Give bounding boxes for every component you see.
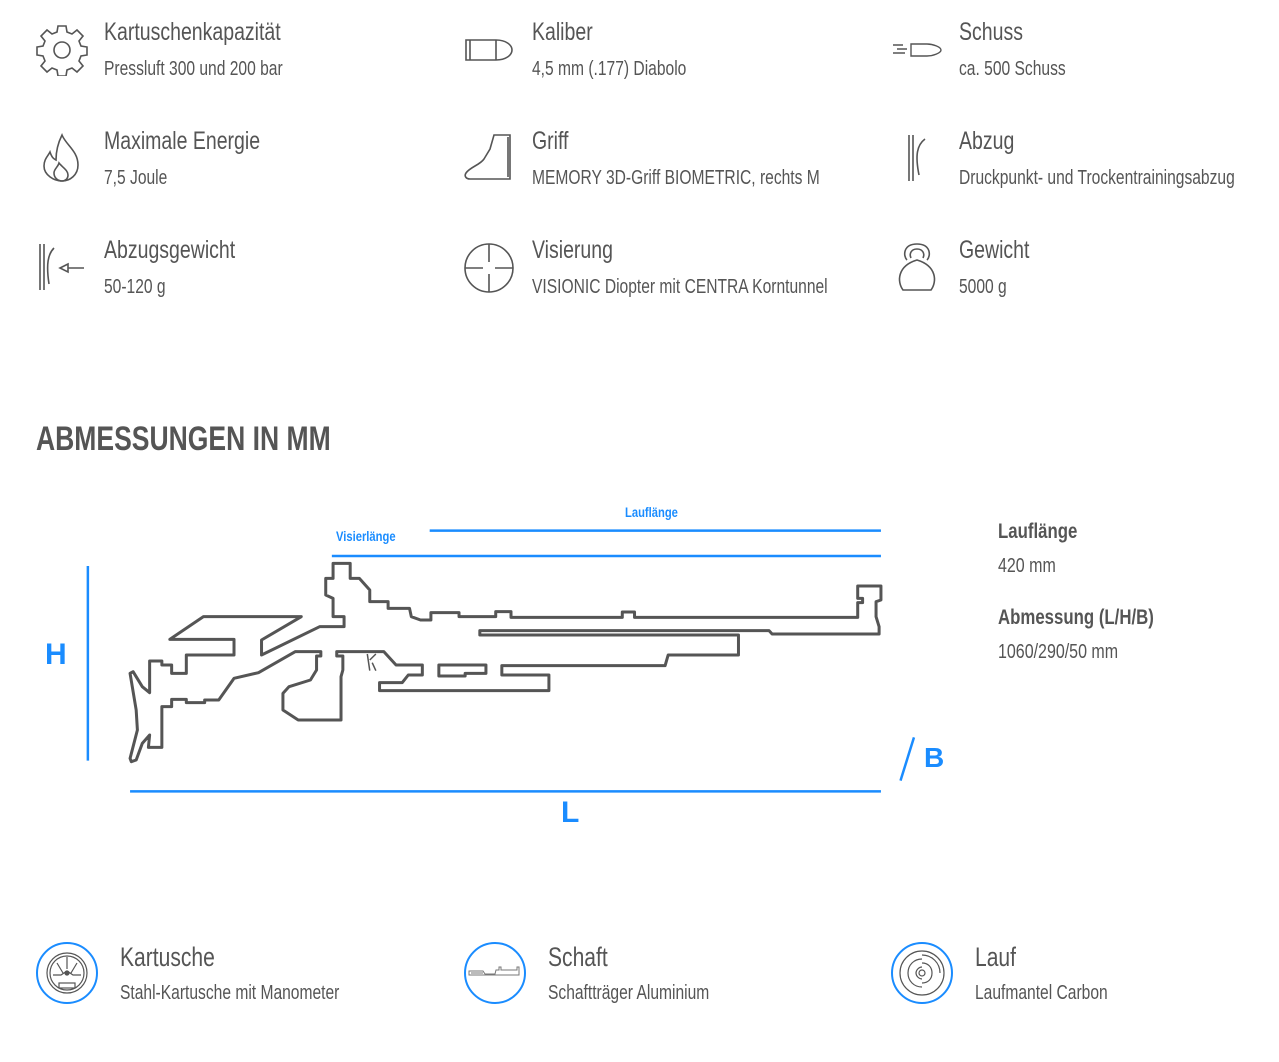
dimension-value: 420 mm <box>998 555 1056 577</box>
height-label: H <box>45 638 67 671</box>
flame-icon <box>36 133 88 185</box>
crosshair-icon <box>464 242 516 294</box>
spec-value: MEMORY 3D-Griff BIOMETRIC, rechts M <box>532 167 820 189</box>
spec-title: Abzug <box>959 127 1015 155</box>
trigger-detail <box>367 654 376 671</box>
spec-visierung: Visierung VISIONIC Diopter mit CENTRA Ko… <box>464 236 884 322</box>
rifle-outline <box>130 563 881 761</box>
material-schaft: Schaft Schaftträger Aluminium <box>464 942 884 1012</box>
dimension-value: 1060/290/50 mm <box>998 641 1119 663</box>
spec-title: Abzugsgewicht <box>104 236 236 264</box>
spec-kaliber: Kaliber 4,5 mm (.177) Diabolo <box>464 18 884 104</box>
spec-abzugsgewicht: Abzugsgewicht 50-120 g <box>36 236 456 322</box>
cartridge-gauge-icon <box>36 942 98 1004</box>
bullet-icon <box>464 24 516 76</box>
spec-griff: Griff MEMORY 3D-Griff BIOMETRIC, rechts … <box>464 127 884 213</box>
spec-kartuschenkapazitaet: Kartuschenkapazität Pressluft 300 und 20… <box>36 18 456 104</box>
gear-icon <box>36 24 88 76</box>
shot-icon <box>891 24 943 76</box>
material-title: Lauf <box>975 942 1016 972</box>
trigger-icon <box>891 133 943 185</box>
rifle-diagram <box>20 500 980 830</box>
spec-value: 4,5 mm (.177) Diabolo <box>532 58 687 80</box>
trigger-weight-icon <box>36 242 88 294</box>
material-value: Laufmantel Carbon <box>975 982 1108 1004</box>
stock-icon <box>464 942 526 1004</box>
lauflaenge-label: Lauflänge <box>625 504 678 520</box>
spec-abzug: Abzug Druckpunkt- und Trockentrainingsab… <box>891 127 1279 213</box>
material-value: Stahl-Kartusche mit Manometer <box>120 982 340 1004</box>
spec-value: 50-120 g <box>104 276 166 298</box>
spec-value: 5000 g <box>959 276 1007 298</box>
dimension-key: Abmessung (L/H/B) <box>998 606 1154 629</box>
barrel-icon <box>891 942 953 1004</box>
spec-schuss: Schuss ca. 500 Schuss <box>891 18 1279 104</box>
spec-title: Visierung <box>532 236 613 264</box>
section-heading: ABMESSUNGEN IN MM <box>36 420 331 458</box>
spec-gewicht: Gewicht 5000 g <box>891 236 1279 322</box>
spec-title: Maximale Energie <box>104 127 261 155</box>
width-line <box>901 737 914 780</box>
material-kartusche: Kartusche Stahl-Kartusche mit Manometer <box>36 942 456 1012</box>
spec-value: Pressluft 300 und 200 bar <box>104 58 283 80</box>
material-title: Kartusche <box>120 942 215 972</box>
material-lauf: Lauf Laufmantel Carbon <box>891 942 1279 1012</box>
rifle-detail <box>439 665 486 676</box>
spec-value: ca. 500 Schuss <box>959 58 1066 80</box>
spec-maximale-energie: Maximale Energie 7,5 Joule <box>36 127 456 213</box>
width-label: B <box>924 742 945 773</box>
spec-title: Griff <box>532 127 569 155</box>
kettlebell-icon <box>891 242 943 294</box>
material-value: Schaftträger Aluminium <box>548 982 710 1004</box>
spec-value: 7,5 Joule <box>104 167 168 189</box>
spec-value: VISIONIC Diopter mit CENTRA Korntunnel <box>532 276 828 298</box>
spec-title: Kartuschenkapazität <box>104 18 281 46</box>
grip-icon <box>464 133 516 185</box>
material-title: Schaft <box>548 942 608 972</box>
length-label: L <box>561 796 580 829</box>
visierlaenge-label: Visierlänge <box>336 528 396 544</box>
spec-title: Schuss <box>959 18 1023 46</box>
spec-title: Gewicht <box>959 236 1030 264</box>
spec-title: Kaliber <box>532 18 593 46</box>
spec-value: Druckpunkt- und Trockentrainingsabzug <box>959 167 1235 189</box>
dimension-key: Lauflänge <box>998 520 1078 543</box>
